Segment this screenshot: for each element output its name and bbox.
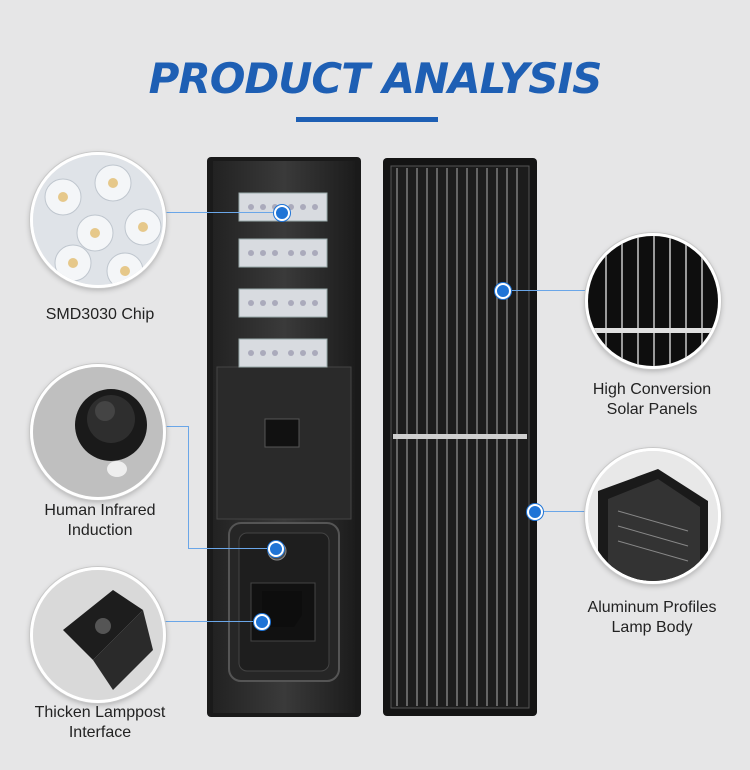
chip-closeup [30,152,166,288]
label-human-infrared-line1: Human Infrared [44,502,156,519]
label-thicken-lamppost-line1: Thicken Lamppost [34,704,166,721]
lamp-body-image [207,157,361,717]
solar-closeup [585,233,721,369]
solar-panel-image [383,158,537,716]
label-human-infrared: Human Infrared Induction [10,501,190,541]
marker-dot-chip [274,205,290,221]
label-aluminum-profiles-line1: Aluminum Profiles [587,599,717,616]
lamppost-closeup [30,567,166,703]
marker-dot-aluminum [527,504,543,520]
title-underline [296,117,438,122]
connector-line-chip [165,212,280,213]
connector-line-infrared-h [165,426,189,427]
connector-line-aluminum [534,511,586,512]
label-aluminum-profiles: Aluminum Profiles Lamp Body [562,598,742,638]
label-high-conversion: High Conversion Solar Panels [562,380,742,420]
label-thicken-lamppost: Thicken Lamppost Interface [10,703,190,743]
label-smd3030-chip: SMD3030 Chip [45,306,155,323]
connector-line-infrared-v [188,426,189,548]
connector-line-lamppost [162,621,262,622]
page-title: PRODUCT ANALYSIS [148,54,603,103]
aluminum-closeup [585,448,721,584]
infrared-closeup [30,364,166,500]
connector-line-solar [503,290,585,291]
marker-dot-lamppost [254,614,270,630]
label-high-conversion-line2: Solar Panels [606,401,698,418]
label-thicken-lamppost-line2: Interface [68,724,132,741]
marker-dot-infrared [268,541,284,557]
label-aluminum-profiles-line2: Lamp Body [611,619,693,636]
led-modules [238,192,328,368]
label-human-infrared-line2: Induction [67,522,133,539]
marker-dot-solar [495,283,511,299]
label-high-conversion-line1: High Conversion [592,381,712,398]
connector-line-infrared-h2 [188,548,276,549]
